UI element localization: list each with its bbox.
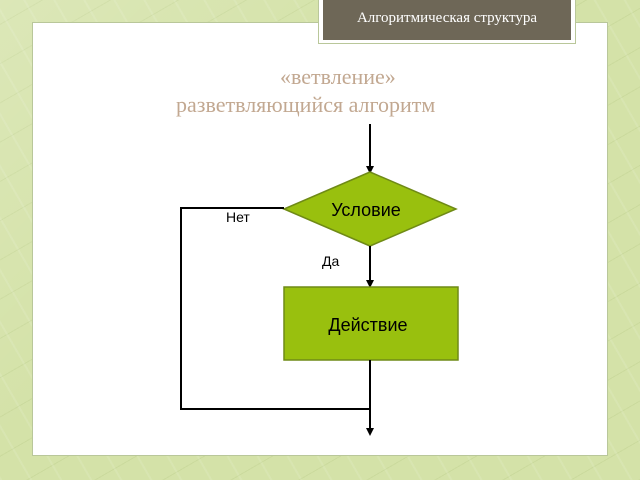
no-branch-line xyxy=(180,207,370,410)
slide-title-line-1: «ветвление» xyxy=(280,64,396,89)
action-box xyxy=(283,286,459,361)
header-tab-title: Алгоритмическая структура xyxy=(323,0,571,40)
slide-panel xyxy=(32,22,608,456)
action-label: Действие xyxy=(328,315,407,335)
yes-label: Да xyxy=(322,253,339,269)
header-tab: Алгоритмическая структура xyxy=(318,0,576,44)
condition-label: Условие xyxy=(331,200,401,220)
slide-title-line-2: разветвляющийся алгоритм xyxy=(176,92,436,117)
no-label: Нет xyxy=(226,209,250,225)
